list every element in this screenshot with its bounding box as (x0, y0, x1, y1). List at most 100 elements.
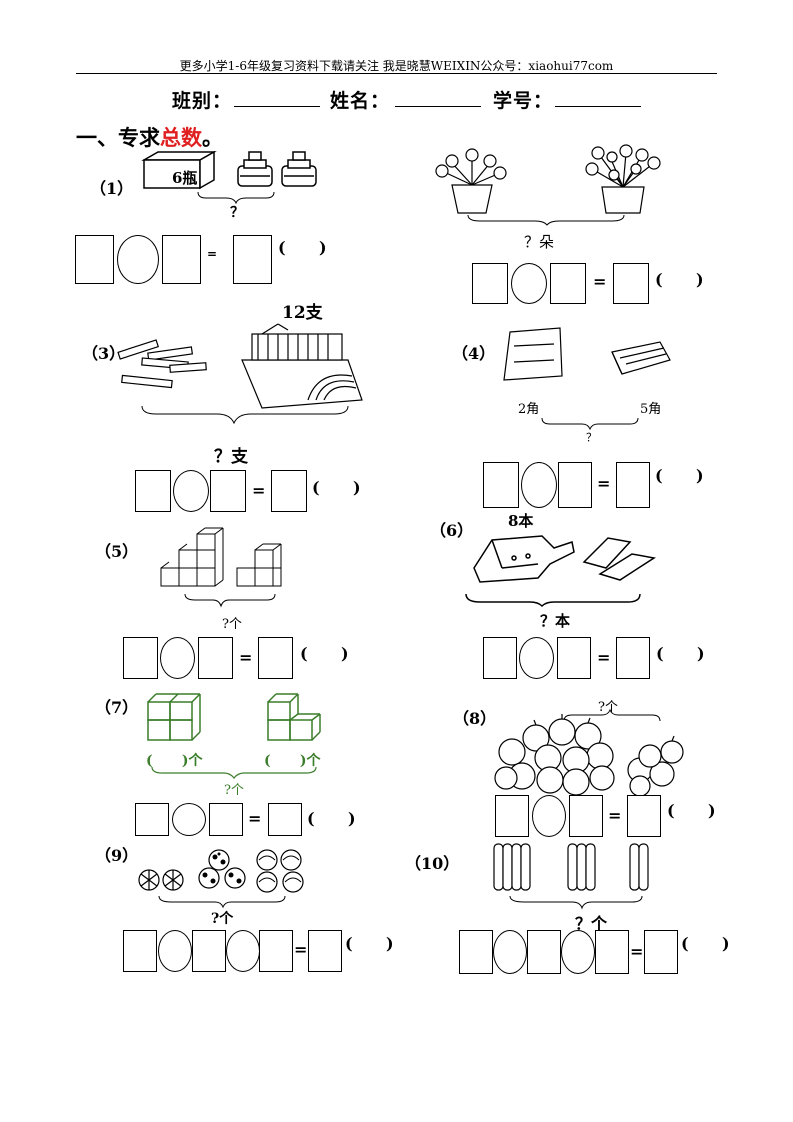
problem-2-result-box[interactable] (613, 263, 649, 304)
header-divider (76, 73, 717, 74)
problem-8-operand-2-box[interactable] (569, 795, 603, 837)
problem-7-equals: = (248, 809, 262, 828)
problem-1-operator-oval[interactable] (117, 235, 159, 284)
problem-3-result-box[interactable] (271, 470, 307, 512)
problem-3-top-label: 12支 (282, 303, 323, 323)
problem-9-operand-1-box[interactable] (123, 930, 157, 972)
problem-8-result-box[interactable] (627, 795, 661, 837)
problem-10-equals: = (630, 942, 644, 961)
problem-3-operator-oval[interactable] (173, 470, 209, 512)
problem-1-number: （1） (90, 179, 134, 198)
student-id-label: 学号： (493, 90, 554, 112)
problem-10-question: ？个 (575, 914, 608, 933)
problem-8-operand-1-box[interactable] (495, 795, 529, 837)
problem-1-operand-1-box[interactable] (75, 235, 114, 284)
name-label: 姓名： (330, 90, 391, 112)
problem-9-operand-3-box[interactable] (259, 930, 293, 972)
problem-9-operator-1-oval[interactable] (158, 930, 192, 972)
problem-4-brace (541, 417, 639, 431)
problem-2-operand-1-box[interactable] (472, 263, 508, 304)
problem-3-number: （3） (82, 344, 126, 363)
problem-10-operator-2-oval[interactable] (561, 930, 595, 974)
problem-9-unit-blank[interactable]: ( ) (345, 934, 394, 953)
problem-4-left-label: 2角 (518, 402, 540, 417)
problem-1-unit-blank[interactable]: ( ) (278, 238, 327, 257)
problem-4-right-label: 5角 (640, 402, 662, 417)
problem-3-operand-2-box[interactable] (210, 470, 246, 512)
problem-2-unit-blank[interactable]: ( ) (655, 270, 704, 289)
problem-2-question: ？朵 (524, 233, 555, 251)
problem-7-brace (151, 766, 317, 779)
problem-10-unit-blank[interactable]: ( ) (681, 934, 730, 953)
problem-3-illustration (117, 323, 363, 425)
problem-5-operand-2-box[interactable] (198, 637, 233, 679)
class-label: 班别： (172, 90, 233, 112)
problem-9-operator-2-oval[interactable] (226, 930, 260, 972)
problem-2-operand-2-box[interactable] (550, 263, 586, 304)
problem-7-operator-oval[interactable] (172, 803, 206, 836)
problem-6-unit-blank[interactable]: ( ) (656, 644, 705, 663)
problem-10-illustration (493, 843, 649, 910)
problem-1-operand-2-box[interactable] (162, 235, 201, 284)
section-title-suffix: 。 (202, 125, 223, 150)
problem-10-operator-1-oval[interactable] (493, 930, 527, 974)
problem-9-equals: = (294, 940, 308, 959)
problem-7-operand-1-box[interactable] (135, 803, 169, 836)
problem-5-question: ?个 (222, 617, 242, 632)
problem-4-operand-2-box[interactable] (558, 462, 592, 508)
problem-4-operator-oval[interactable] (521, 462, 557, 508)
problem-7-illustration (147, 693, 321, 741)
class-blank[interactable] (234, 106, 320, 107)
problem-9-result-box[interactable] (308, 930, 342, 972)
problem-4-unit-blank[interactable]: ( ) (655, 466, 704, 485)
problem-5-operator-oval[interactable] (160, 637, 195, 679)
section-title-highlight: 总数 (160, 125, 202, 150)
problem-6-operand-2-box[interactable] (557, 637, 591, 679)
problem-6-question: ？本 (540, 612, 571, 630)
problem-7-operand-2-box[interactable] (209, 803, 243, 836)
problem-4-operand-1-box[interactable] (483, 462, 519, 508)
problem-5-result-box[interactable] (258, 637, 293, 679)
problem-5-operand-1-box[interactable] (123, 637, 158, 679)
problem-4-number: （4） (452, 344, 496, 363)
page-header-promo: 更多小学1-6年级复习资料下载请关注 我是晓慧WEIXIN公众号：xiaohui… (179, 59, 614, 73)
problem-9-operand-2-box[interactable] (192, 930, 226, 972)
problem-9-question: ?个 (211, 911, 234, 927)
problem-7-right-count-blank[interactable]: ( )个 (264, 753, 321, 769)
name-blank[interactable] (395, 106, 481, 107)
problem-6-result-box[interactable] (616, 637, 650, 679)
problem-6-operator-oval[interactable] (519, 637, 554, 679)
problem-6-operand-1-box[interactable] (483, 637, 517, 679)
problem-8-unit-blank[interactable]: ( ) (667, 801, 716, 820)
problem-4-equals: = (597, 474, 611, 493)
problem-7-left-count-blank[interactable]: ( )个 (146, 753, 203, 769)
problem-10-operand-3-box[interactable] (595, 930, 629, 974)
problem-1-result-box[interactable] (233, 235, 272, 284)
problem-8-question: ?个 (598, 700, 618, 715)
problem-10-operand-1-box[interactable] (459, 930, 493, 974)
section-title-prefix: 一、专求 (76, 125, 160, 150)
problem-10-result-box[interactable] (644, 930, 678, 974)
problem-8-number: （8） (453, 709, 497, 728)
problem-7-unit-blank[interactable]: ( ) (307, 809, 356, 828)
problem-7-result-box[interactable] (268, 803, 302, 836)
problem-8-operator-oval[interactable] (532, 795, 566, 837)
problem-7-number: （7） (95, 698, 139, 717)
problem-3-equals: = (252, 481, 266, 500)
problem-1-question: ？ (230, 205, 244, 221)
problem-2-equals: = (593, 272, 607, 291)
problem-3-unit-blank[interactable]: ( ) (312, 478, 361, 497)
problem-2-operator-oval[interactable] (511, 263, 547, 304)
problem-3-operand-1-box[interactable] (135, 470, 171, 512)
student-id-blank[interactable] (555, 106, 641, 107)
problem-8-brace (563, 708, 661, 722)
problem-8-illustration (494, 714, 684, 797)
problem-1-illustration (141, 150, 317, 190)
problem-9-number: （9） (95, 846, 139, 865)
problem-8-equals: = (608, 806, 622, 825)
problem-4-question: ？ (586, 431, 597, 444)
problem-4-result-box[interactable] (616, 462, 650, 508)
problem-6-equals: = (597, 648, 611, 667)
problem-5-unit-blank[interactable]: ( ) (300, 644, 349, 663)
problem-10-operand-2-box[interactable] (527, 930, 561, 974)
